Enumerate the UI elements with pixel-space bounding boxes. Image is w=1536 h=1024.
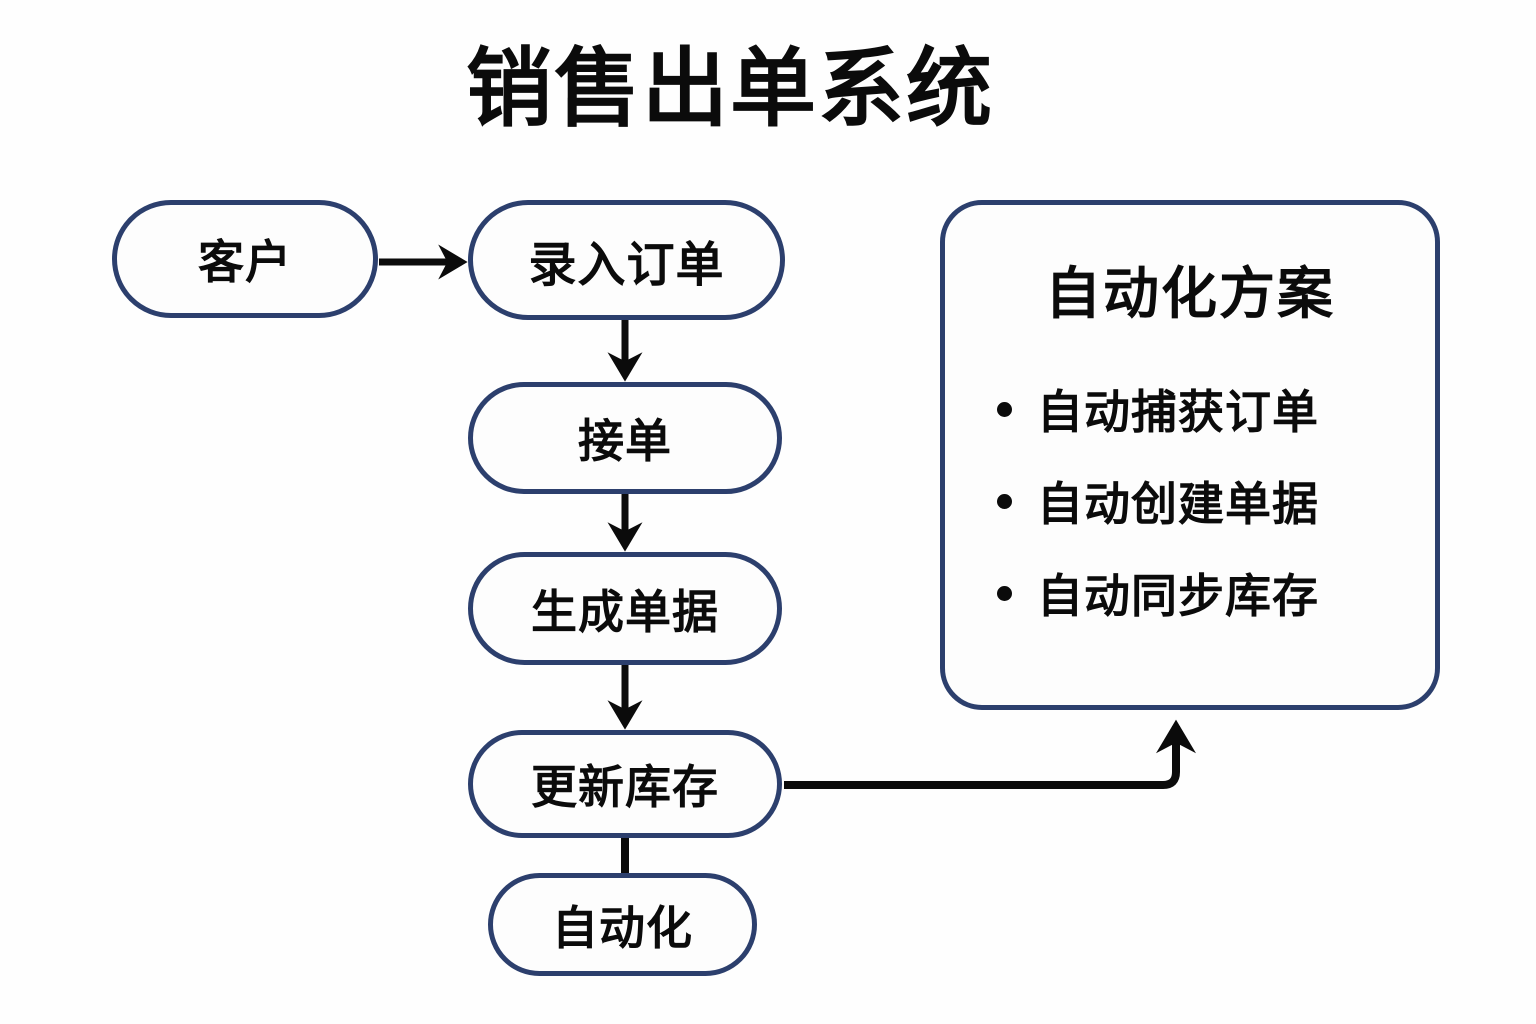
- flow-node-accept-order[interactable]: 接单: [468, 382, 782, 494]
- page-title: 销售出单系统: [466, 41, 994, 137]
- list-item-label: 自动捕获订单: [1037, 386, 1319, 438]
- flow-node-label: 生成单据: [531, 585, 719, 638]
- automation-feature-list: 自动捕获订单 自动创建单据 自动同步库存: [997, 363, 1417, 639]
- flow-node-automation[interactable]: 自动化: [488, 873, 757, 976]
- flow-node-label: 更新库存: [531, 761, 719, 813]
- bullet-icon: [997, 493, 1012, 509]
- flow-node-label: 自动化: [552, 901, 693, 954]
- flow-node-customer[interactable]: 客户: [112, 200, 378, 318]
- bullet-icon: [997, 585, 1012, 601]
- list-item[interactable]: 自动同步库存: [997, 547, 1417, 639]
- flow-node-generate-doc[interactable]: 生成单据: [468, 552, 782, 665]
- flow-node-label: 接单: [578, 415, 672, 467]
- automation-panel-title: 自动化方案: [1045, 262, 1335, 325]
- flow-node-update-stock[interactable]: 更新库存: [468, 730, 782, 838]
- automation-panel[interactable]: 自动化方案 自动捕获订单 自动创建单据 自动同步库存: [940, 200, 1440, 710]
- list-item-label: 自动创建单据: [1037, 478, 1319, 530]
- list-item[interactable]: 自动捕获订单: [997, 363, 1417, 455]
- flow-node-label: 录入订单: [528, 239, 725, 292]
- list-item-label: 自动同步库存: [1037, 570, 1319, 622]
- connector-update-stock-to-panel: [784, 719, 1196, 789]
- flow-node-label: 客户: [198, 236, 292, 288]
- list-item[interactable]: 自动创建单据: [997, 455, 1417, 547]
- bullet-icon: [997, 401, 1012, 417]
- flow-node-enter-order[interactable]: 录入订单: [468, 200, 785, 320]
